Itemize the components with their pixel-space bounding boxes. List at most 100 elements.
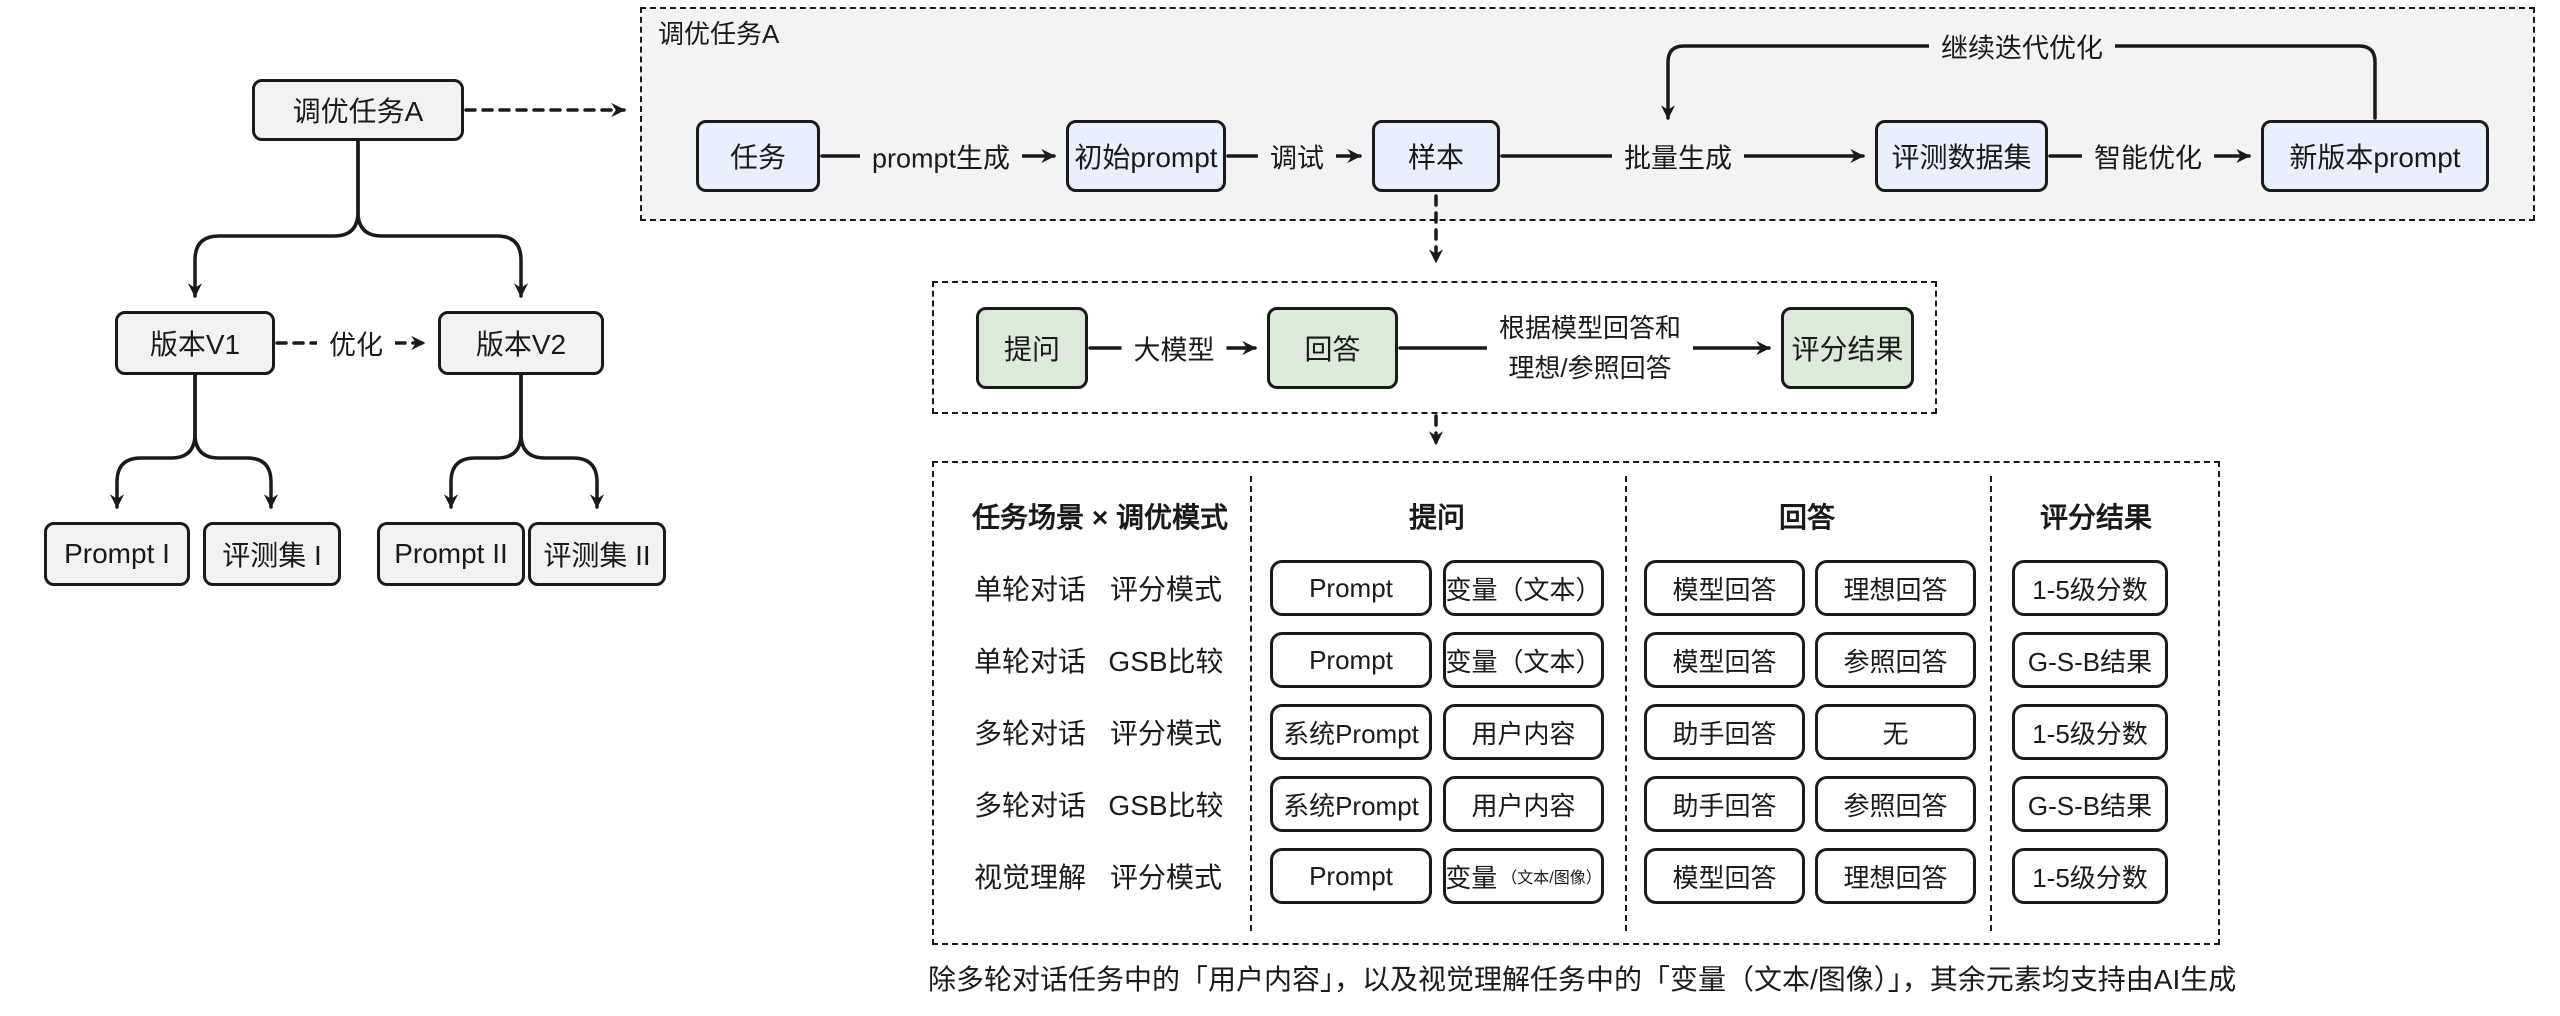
node-prompt-1: Prompt I — [44, 522, 190, 586]
cell-q2: 用户内容 — [1443, 776, 1604, 832]
cell-a2-label: 参照回答 — [1843, 646, 1948, 677]
cell-score: G-S-B结果 — [2012, 632, 2168, 688]
node-tuning-task-label: 调优任务A — [292, 96, 424, 127]
cell-score-label: 1-5级分数 — [2032, 718, 2148, 749]
matrix-header-scene-mode: 任务场景 × 调优模式 — [972, 502, 1228, 533]
cell-a2-label: 理想回答 — [1843, 862, 1948, 893]
node-initial-prompt-label: 初始prompt — [1074, 142, 1218, 173]
edge-label-criteria-line1: 根据模型回答和 — [1498, 313, 1682, 343]
node-evalset-1: 评测集 I — [203, 522, 341, 586]
edge-v1-to-prompt1 — [109, 373, 197, 509]
matrix-panel — [932, 461, 2220, 945]
cell-a2: 参照回答 — [1815, 776, 1976, 832]
cell-score: 1-5级分数 — [2012, 848, 2168, 904]
row-mode: 评分模式 — [1109, 862, 1223, 893]
cell-a2-label: 理想回答 — [1843, 574, 1948, 605]
cell-a2: 理想回答 — [1815, 848, 1976, 904]
edge-label-smart-opt: 智能优化 — [2082, 136, 2214, 176]
edge-v2-to-evalset2 — [519, 373, 605, 509]
node-version-v2: 版本V2 — [438, 311, 604, 375]
cell-q2-sublabel: （文本/图像） — [1501, 870, 1602, 887]
cell-a2: 参照回答 — [1815, 632, 1976, 688]
cell-q1: Prompt — [1270, 560, 1432, 616]
cell-a1: 助手回答 — [1644, 776, 1805, 832]
row-mode: GSB比较 — [1108, 790, 1224, 821]
cell-a1-label: 助手回答 — [1672, 718, 1777, 749]
edge-label-debug: 调试 — [1258, 136, 1336, 176]
row-mode: 评分模式 — [1109, 574, 1223, 605]
cell-a1-label: 模型回答 — [1672, 574, 1777, 605]
cell-q2-label: 变量（文本） — [1445, 646, 1602, 677]
node-score-result-label: 评分结果 — [1791, 334, 1904, 365]
node-sample-label: 样本 — [1407, 142, 1464, 173]
cell-a1-label: 模型回答 — [1672, 862, 1777, 893]
cell-q1-label: 系统Prompt — [1283, 718, 1419, 749]
edge-label-llm: 大模型 — [1121, 328, 1227, 368]
node-task-label: 任务 — [729, 142, 786, 173]
node-prompt-2-label: Prompt II — [394, 538, 508, 569]
cell-a2-label: 无 — [1882, 718, 1909, 749]
cell-q1: 系统Prompt — [1270, 776, 1432, 832]
edge-label-optimize: 优化 — [317, 323, 395, 363]
node-new-prompt: 新版本prompt — [2261, 120, 2489, 192]
row-mode: 评分模式 — [1109, 718, 1223, 749]
cell-score-label: 1-5级分数 — [2032, 862, 2148, 893]
cell-score: 1-5级分数 — [2012, 560, 2168, 616]
node-tuning-task: 调优任务A — [252, 79, 464, 141]
edge-label-batch-gen: 批量生成 — [1612, 136, 1744, 176]
node-score-result: 评分结果 — [1781, 307, 1914, 389]
edge-label-criteria: 根据模型回答和 理想/参照回答 — [1486, 308, 1694, 388]
edge-task-to-v1 — [187, 139, 360, 298]
node-evalset-2: 评测集 II — [528, 522, 666, 586]
node-version-v2-label: 版本V2 — [475, 329, 567, 360]
cell-q1-label: Prompt — [1309, 860, 1393, 891]
row-scene: 单轮对话 — [973, 646, 1087, 677]
cell-a1-label: 助手回答 — [1672, 790, 1777, 821]
node-evalset-2-label: 评测集 II — [543, 540, 651, 571]
node-task: 任务 — [696, 120, 820, 192]
cell-a2: 理想回答 — [1815, 560, 1976, 616]
cell-a2-label: 参照回答 — [1843, 790, 1948, 821]
cell-q2: 变量（文本） — [1443, 560, 1604, 616]
cell-q1: Prompt — [1270, 848, 1432, 904]
node-ask-label: 提问 — [1003, 334, 1060, 365]
cell-a1: 模型回答 — [1644, 632, 1805, 688]
cell-a1: 模型回答 — [1644, 560, 1805, 616]
cell-score: 1-5级分数 — [2012, 704, 2168, 760]
node-answer: 回答 — [1267, 307, 1398, 389]
cell-q2-label: 用户内容 — [1471, 718, 1576, 749]
row-scene: 单轮对话 — [973, 574, 1087, 605]
cell-q2-label: 变量 — [1445, 862, 1498, 893]
node-initial-prompt: 初始prompt — [1066, 120, 1226, 192]
node-answer-label: 回答 — [1304, 334, 1361, 365]
edge-v2-to-prompt2 — [443, 373, 523, 509]
edge-v1-to-evalset1 — [193, 373, 279, 509]
cell-q2: 变量（文本/图像） — [1443, 848, 1604, 904]
pipeline-panel-title: 调优任务A — [658, 19, 780, 49]
matrix-header-ask: 提问 — [1408, 502, 1466, 533]
cell-a2: 无 — [1815, 704, 1976, 760]
node-evalset-1-label: 评测集 I — [222, 540, 322, 571]
cell-a1: 助手回答 — [1644, 704, 1805, 760]
cell-q2-label: 用户内容 — [1471, 790, 1576, 821]
cell-a1: 模型回答 — [1644, 848, 1805, 904]
cell-q1-label: 系统Prompt — [1283, 790, 1419, 821]
cell-q2-label: 变量（文本） — [1445, 574, 1602, 605]
edge-task-to-v2 — [356, 139, 529, 298]
row-scene: 视觉理解 — [973, 862, 1087, 893]
matrix-divider-2 — [1625, 476, 1627, 931]
matrix-header-score: 评分结果 — [2039, 502, 2153, 533]
cell-score: G-S-B结果 — [2012, 776, 2168, 832]
cell-q2: 用户内容 — [1443, 704, 1604, 760]
node-version-v1-label: 版本V1 — [149, 329, 241, 360]
cell-q1-label: Prompt — [1309, 644, 1393, 675]
row-mode: GSB比较 — [1108, 646, 1224, 677]
node-new-prompt-label: 新版本prompt — [2289, 142, 2461, 173]
footnote: 除多轮对话任务中的「用户内容」，以及视觉理解任务中的「变量（文本/图像）」，其余… — [928, 964, 2237, 995]
node-prompt-1-label: Prompt I — [64, 538, 170, 569]
cell-score-label: G-S-B结果 — [2027, 646, 2153, 677]
matrix-divider-1 — [1250, 476, 1252, 931]
node-ask: 提问 — [976, 307, 1088, 389]
edge-label-criteria-line2: 理想/参照回答 — [1508, 353, 1672, 383]
